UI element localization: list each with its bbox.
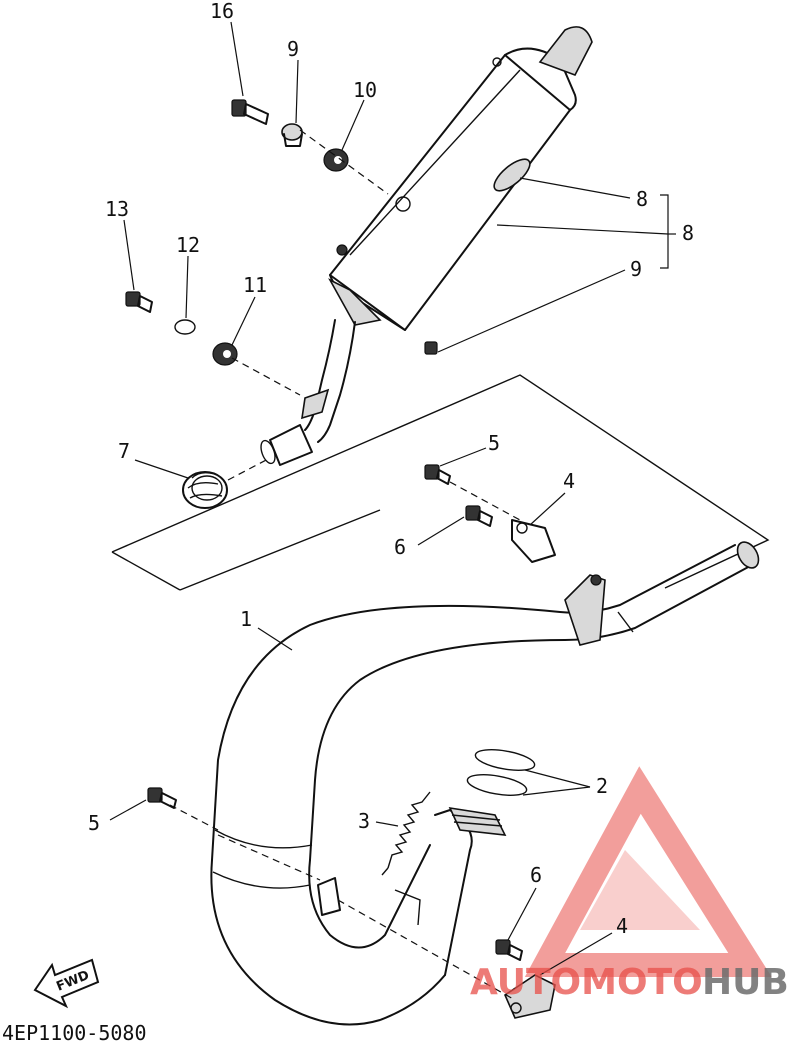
watermark-logo xyxy=(524,766,772,977)
fwd-arrow-icon: FWD xyxy=(33,958,100,1009)
bracket-4-lower xyxy=(503,974,556,1019)
grommet-13 xyxy=(323,148,349,172)
watermark-text-2: HUB xyxy=(702,962,789,1003)
bolt-11 xyxy=(231,99,269,125)
bolt-6-upper xyxy=(465,505,493,527)
callout-9: 8 xyxy=(636,187,648,211)
bolt-16 xyxy=(125,291,153,313)
diagram-code: 4EP1100-5080 xyxy=(2,1021,147,1045)
callout-14: 11 xyxy=(243,273,267,297)
callout-6-lower: 6 xyxy=(530,863,542,887)
leader-lines xyxy=(109,21,676,976)
callout-15: 12 xyxy=(176,233,200,257)
collar-12 xyxy=(281,123,303,147)
exhaust-pipe xyxy=(210,541,760,1026)
watermark-text-1: AUTOMOTO xyxy=(470,962,703,1003)
callout-12: 9 xyxy=(287,37,299,61)
assembly-frame xyxy=(111,374,770,589)
bolt-6-lower xyxy=(495,939,523,961)
washer-15 xyxy=(174,319,196,335)
callout-5-lower: 5 xyxy=(88,811,100,835)
callout-5-upper: 5 xyxy=(488,431,500,455)
exhaust-gasket-7 xyxy=(182,471,228,509)
spring-3 xyxy=(381,791,431,876)
callout-8: 8 xyxy=(682,221,694,245)
muffler xyxy=(260,26,593,466)
bolt-5-lower xyxy=(147,787,177,809)
callout-11: 16 xyxy=(210,0,234,23)
callout-3: 3 xyxy=(358,809,370,833)
callout-16: 13 xyxy=(105,197,129,221)
callout-1: 1 xyxy=(240,607,252,631)
callout-2: 2 xyxy=(596,774,608,798)
callout-13: 10 xyxy=(353,78,377,102)
bolt-5-upper xyxy=(424,464,451,485)
callout-7: 7 xyxy=(118,439,130,463)
callout-4-upper: 4 xyxy=(563,469,575,493)
grommet-14 xyxy=(212,342,238,366)
callout-4-lower: 4 xyxy=(616,914,628,938)
screw-10 xyxy=(424,341,438,355)
bracket-4-upper xyxy=(511,519,556,563)
callout-6-upper: 6 xyxy=(394,535,406,559)
callout-10: 9 xyxy=(630,257,642,281)
o-rings-2 xyxy=(466,749,536,796)
